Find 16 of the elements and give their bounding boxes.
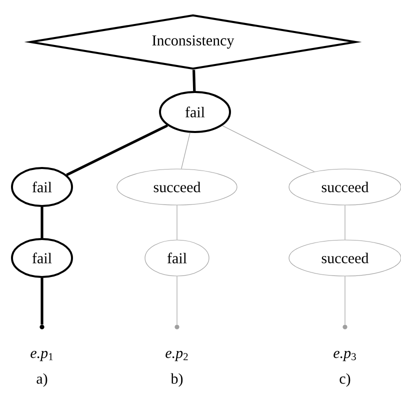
connector-line [40, 278, 44, 324]
endpoint-label: e.p$_{3}$ [334, 350, 356, 362]
column-label: b) [170, 373, 183, 387]
connector-line [344, 276, 346, 325]
column-label: a) [36, 373, 48, 387]
endpoint-label: e.p$_{2}$ [166, 350, 188, 362]
connector-line [66, 124, 168, 176]
connector-line [176, 205, 178, 240]
connector-line [40, 207, 44, 238]
connector-line [192, 70, 196, 92]
connector-line [222, 125, 315, 172]
endpoint-label: e.p$_{1}$ [30, 350, 53, 362]
column-label: c) [340, 373, 350, 387]
connector-line [176, 276, 178, 325]
connector-line [344, 205, 346, 240]
connector-line [181, 132, 190, 170]
